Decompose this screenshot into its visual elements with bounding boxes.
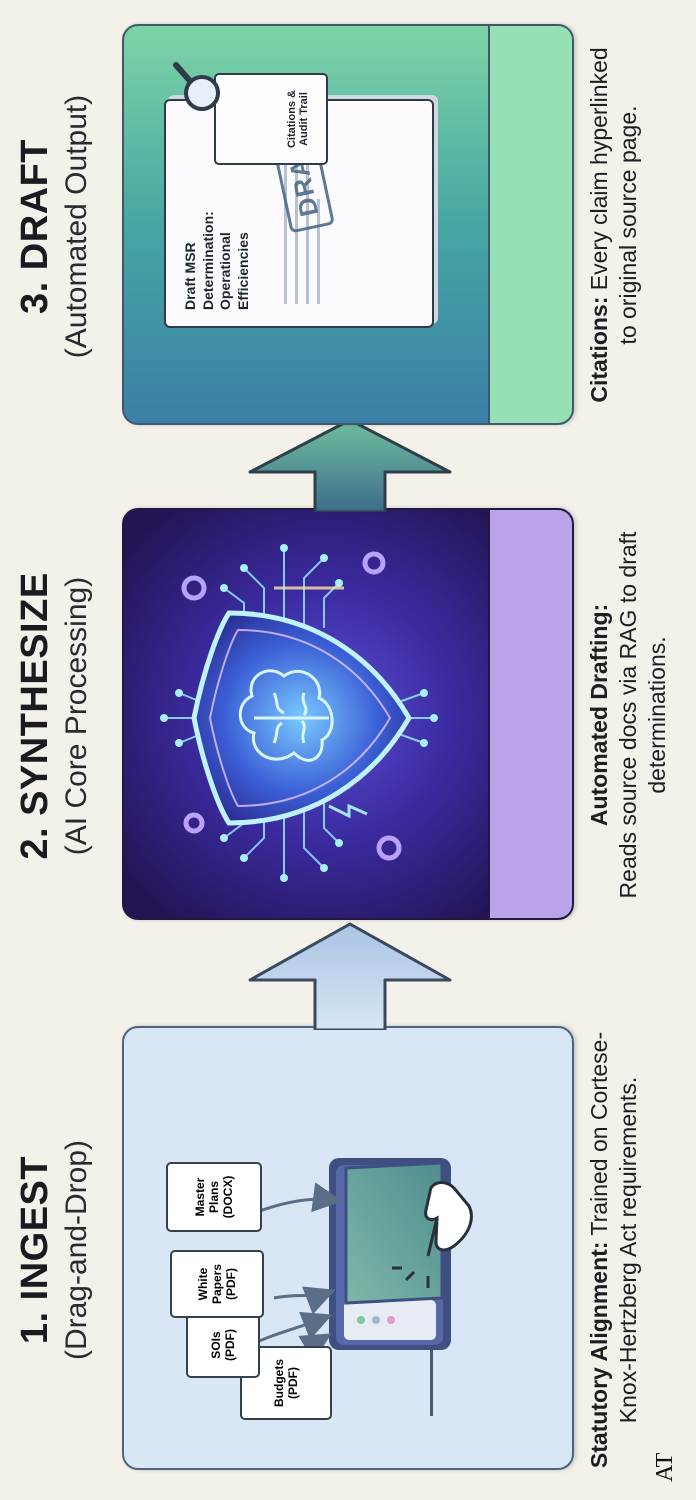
- step-subtitle: (AI Core Processing): [59, 576, 93, 856]
- step-synthesize-title: 2. SYNTHESIZE (AI Core Processing): [0, 492, 110, 940]
- doc-label: (PDF): [286, 1367, 300, 1399]
- hand-cursor-icon: [392, 1181, 473, 1288]
- draft-document-title: Draft MSR Determination: Operational Eff…: [182, 211, 252, 310]
- circuit-nodes: [160, 544, 438, 882]
- draft-title-line: Draft MSR: [182, 242, 198, 310]
- doc-label: (DOCX): [221, 1175, 235, 1219]
- draft-title-line: Efficiencies: [234, 232, 251, 310]
- gear-icon: [181, 551, 402, 861]
- doc-label: SOIs: [209, 1331, 223, 1359]
- synthesize-strip: [488, 510, 572, 918]
- doc-label: White: [196, 1267, 210, 1301]
- draft-title-line: Operational: [217, 232, 233, 310]
- doc-label: Budgets: [272, 1359, 286, 1407]
- step-subtitle: (Drag-and-Drop): [59, 1139, 93, 1361]
- caption-synthesize: Automated Drafting: Reads source docs vi…: [585, 505, 685, 925]
- doc-label: Plans: [207, 1181, 221, 1214]
- step-title: 1. INGEST: [13, 1155, 56, 1345]
- step-title: 2. SYNTHESIZE: [13, 572, 56, 860]
- doc-label: (PDF): [224, 1268, 238, 1300]
- synthesize-panel: [122, 508, 574, 920]
- folder-icon: [329, 1158, 451, 1350]
- step-title: 3. DRAFT: [13, 139, 56, 314]
- ingest-panel: Budgets (PDF) SOIs (PDF) White Papers (P…: [122, 1026, 574, 1470]
- doc-label: Master: [193, 1177, 207, 1217]
- ai-core-illustration: [160, 544, 438, 882]
- brain-icon: [238, 669, 334, 762]
- lightning-icon: [328, 803, 368, 819]
- doc-label: Papers: [210, 1263, 224, 1305]
- draft-panel: Draft MSR Determination: Operational Eff…: [122, 24, 574, 425]
- magnifier-icon: [173, 62, 220, 111]
- caption-bold: Automated Drafting:: [586, 603, 612, 827]
- arrow-synthesize-to-draft: [248, 418, 452, 512]
- caption-ingest: Statutory Alignment: Trained on Cortese-…: [585, 1030, 685, 1470]
- step-ingest-title: 1. INGEST (Drag-and-Drop): [0, 1030, 110, 1470]
- draft-title-line: Determination:: [199, 211, 216, 310]
- caption-draft: Citations: Every claim hyperlinked to or…: [585, 35, 685, 415]
- caption-bold: Citations:: [586, 296, 612, 403]
- arrow-ingest-to-synthesize: [248, 922, 452, 1030]
- caption-text: Reads source docs via RAG to draft deter…: [615, 531, 671, 899]
- doc-card-master-plans: Master Plans (DOCX): [166, 1162, 262, 1232]
- footer-text: AT: [652, 1452, 678, 1482]
- doc-card-white-papers: White Papers (PDF): [170, 1250, 264, 1318]
- doc-label: (PDF): [223, 1329, 237, 1361]
- draft-strip: [488, 26, 572, 423]
- caption-bold: Statutory Alignment:: [586, 1241, 612, 1469]
- citations-label: Citations &: [286, 89, 298, 149]
- doc-card-sois: SOIs (PDF): [186, 1312, 260, 1378]
- ingest-illustration: [243, 1158, 473, 1399]
- step-subtitle: (Automated Output): [59, 94, 93, 359]
- step-draft-title: 3. DRAFT (Automated Output): [0, 28, 110, 425]
- citations-label: Audit Trail: [298, 92, 310, 146]
